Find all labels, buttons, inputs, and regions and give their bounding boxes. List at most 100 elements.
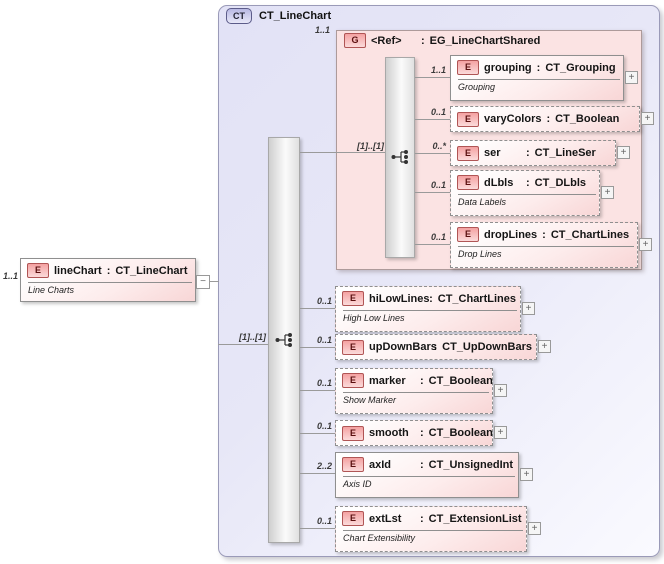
- expand-icon[interactable]: +: [528, 522, 541, 535]
- element-title: E lineChart : CT_LineChart: [21, 259, 195, 282]
- collapse-icon[interactable]: −: [196, 275, 210, 289]
- expand-icon[interactable]: +: [625, 71, 638, 84]
- element-type: CT_UpDownBars: [442, 341, 532, 353]
- expand-icon[interactable]: +: [538, 340, 551, 353]
- element-icon: E: [457, 60, 479, 75]
- cardinality-label: 0..1: [316, 335, 332, 345]
- element-type: CT_LineSer: [534, 147, 596, 159]
- element-annotation: Show Marker: [343, 392, 489, 405]
- sequence-cardinality: [1]..[1]: [357, 141, 384, 151]
- cardinality-label: 0..1: [316, 421, 332, 431]
- element-box-upDownBars[interactable]: E upDownBars : CT_UpDownBars +: [335, 334, 551, 360]
- connector-line: [415, 244, 450, 245]
- group-type: EG_LineChartShared: [429, 34, 541, 47]
- cardinality-label: 1..1: [2, 271, 18, 281]
- cardinality-label: 0..1: [430, 107, 446, 117]
- element-name: extLst: [369, 512, 402, 525]
- complex-type-icon: CT: [226, 8, 252, 24]
- element-box-grouping[interactable]: E grouping : CT_Grouping Grouping +: [450, 55, 638, 101]
- element-annotation: Data Labels: [458, 194, 596, 207]
- colon: :: [542, 228, 546, 241]
- element-box-dropLines[interactable]: E dropLines : CT_ChartLines Drop Lines +: [450, 222, 652, 268]
- element-name: varyColors: [484, 113, 542, 125]
- element-title: E dLbls : CT_DLbls: [451, 171, 599, 194]
- expand-icon[interactable]: +: [641, 112, 654, 125]
- element-name: ser: [484, 147, 501, 159]
- element-name: hiLowLines: [369, 292, 430, 305]
- expand-icon[interactable]: +: [520, 468, 533, 481]
- cardinality-label: 2..2: [316, 461, 332, 471]
- sequence-bar[interactable]: [268, 137, 300, 543]
- element-box-ser[interactable]: E ser : CT_LineSer +: [450, 140, 630, 166]
- expand-icon[interactable]: +: [639, 238, 652, 251]
- sequence-icon: [391, 150, 408, 164]
- group-ref-header: G <Ref> : EG_LineChartShared: [344, 33, 540, 48]
- cardinality-label: 0..1: [316, 296, 332, 306]
- connector-line: [300, 473, 335, 474]
- cardinality-label: 0..*: [432, 141, 446, 151]
- element-type: CT_Boolean: [555, 113, 620, 125]
- complex-type-title: CT_LineChart: [259, 10, 332, 22]
- element-title: E extLst : CT_ExtensionList: [336, 507, 526, 530]
- element-type: CT_Boolean: [428, 374, 493, 387]
- colon: :: [420, 374, 424, 387]
- element-name: marker: [369, 374, 406, 387]
- element-title: E upDownBars : CT_UpDownBars: [336, 335, 536, 359]
- element-title: E hiLowLines : CT_ChartLines: [336, 287, 520, 310]
- sequence-cardinality: [1]..[1]: [239, 332, 266, 342]
- complex-type-header: CT CT_LineChart: [226, 8, 331, 24]
- element-type: CT_Boolean: [428, 427, 493, 439]
- element-box-axId[interactable]: E axId : CT_UnsignedInt Axis ID +: [335, 452, 533, 498]
- connector-line: [300, 528, 335, 529]
- element-box-dLbls[interactable]: E dLbls : CT_DLbls Data Labels +: [450, 170, 614, 216]
- element-title: E ser : CT_LineSer: [451, 141, 615, 165]
- element-name: smooth: [369, 427, 409, 439]
- colon: :: [106, 264, 111, 277]
- colon: :: [420, 512, 424, 525]
- cardinality-label: 0..1: [430, 232, 446, 242]
- connector-line: [300, 347, 335, 348]
- element-title: E marker : CT_Boolean: [336, 369, 493, 392]
- element-box-lineChart[interactable]: E lineChart : CT_LineChart Line Charts: [20, 258, 196, 302]
- connector-line: [415, 153, 450, 154]
- cardinality-label: 0..1: [316, 378, 332, 388]
- expand-icon[interactable]: +: [494, 384, 507, 397]
- element-title: E grouping : CT_Grouping: [451, 56, 623, 79]
- connector-line: [415, 77, 450, 78]
- element-box-smooth[interactable]: E smooth : CT_Boolean +: [335, 420, 507, 446]
- element-icon: E: [342, 291, 364, 306]
- element-box-hiLowLines[interactable]: E hiLowLines : CT_ChartLines High Low Li…: [335, 286, 535, 332]
- sequence-icon: [275, 333, 292, 347]
- element-name: axId: [369, 458, 392, 471]
- element-icon: E: [457, 227, 479, 242]
- cardinality-label: 1..1: [314, 25, 330, 35]
- element-name: dLbls: [484, 176, 514, 189]
- connector-line: [218, 344, 268, 345]
- element-annotation: Drop Lines: [458, 246, 634, 259]
- expand-icon[interactable]: +: [494, 426, 507, 439]
- connector-line: [415, 192, 450, 193]
- connector-line: [415, 119, 450, 120]
- colon: :: [526, 147, 530, 159]
- element-icon: E: [342, 425, 364, 441]
- element-icon: E: [457, 175, 479, 190]
- element-box-extLst[interactable]: E extLst : CT_ExtensionList Chart Extens…: [335, 506, 541, 552]
- cardinality-label: 1..1: [430, 65, 446, 75]
- element-annotation: Line Charts: [28, 282, 192, 295]
- colon: :: [526, 176, 530, 189]
- element-name: dropLines: [484, 228, 538, 241]
- expand-icon[interactable]: +: [601, 186, 614, 199]
- element-title: E axId : CT_UnsignedInt: [336, 453, 518, 476]
- element-title: E dropLines : CT_ChartLines: [451, 223, 637, 246]
- element-title: E smooth : CT_Boolean: [336, 421, 493, 445]
- expand-icon[interactable]: +: [617, 146, 630, 159]
- element-icon: E: [457, 145, 479, 161]
- expand-icon[interactable]: +: [522, 302, 535, 315]
- connector-line: [208, 281, 219, 282]
- element-icon: E: [27, 263, 49, 278]
- element-box-marker[interactable]: E marker : CT_Boolean Show Marker +: [335, 368, 507, 414]
- element-annotation: Grouping: [458, 79, 620, 92]
- element-annotation: Axis ID: [343, 476, 515, 489]
- element-box-varyColors[interactable]: E varyColors : CT_Boolean +: [450, 106, 654, 132]
